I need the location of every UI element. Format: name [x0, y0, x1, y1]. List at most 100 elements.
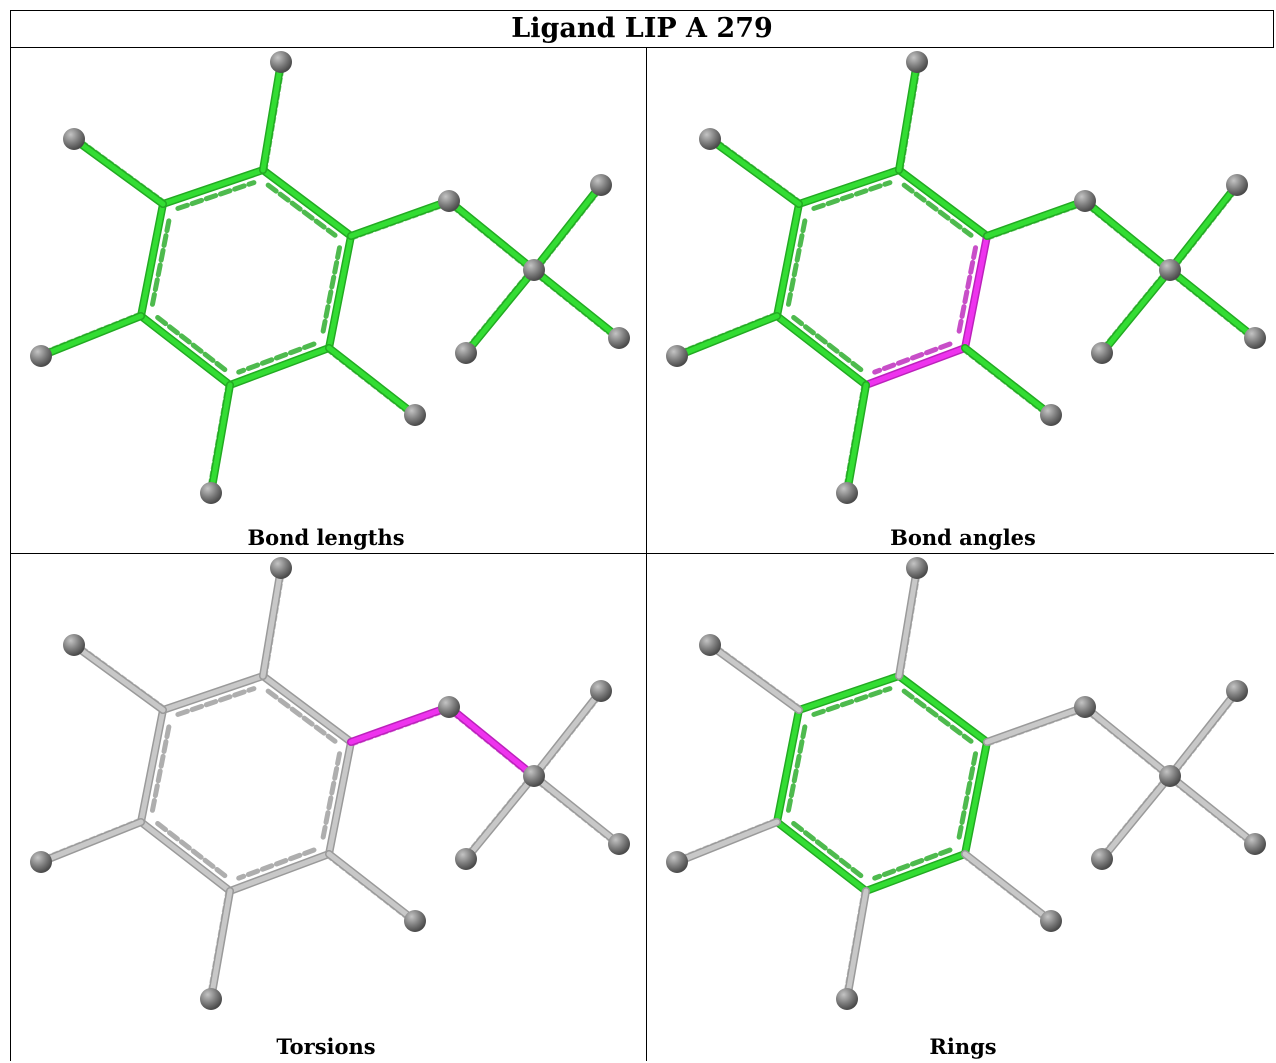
- bond-C4-X4: [842, 381, 870, 497]
- atom-X5: [404, 404, 426, 426]
- bond-C2-C3: [320, 232, 355, 352]
- bond-C6-C1: [795, 166, 903, 211]
- bond-C2-C3: [320, 738, 355, 858]
- bond-C3-C4: [862, 847, 969, 895]
- bond-S1-C7: [445, 197, 538, 274]
- atom-F3: [1091, 848, 1113, 870]
- title-divider: [10, 47, 1274, 48]
- bond-C7-F1: [1166, 687, 1241, 780]
- atom-F1: [590, 680, 612, 702]
- atom-X1: [270, 557, 292, 579]
- bond-C6-C1: [795, 672, 903, 717]
- bond-C6-C1: [159, 166, 267, 211]
- bond-S1-C7: [445, 703, 538, 780]
- bond-C2-S1: [347, 703, 453, 747]
- bond-C6-C1: [159, 672, 267, 717]
- atom-C7: [1159, 765, 1181, 787]
- bond-C7-F3: [1098, 266, 1174, 357]
- bond-C6-X2: [70, 135, 167, 208]
- caption-rings: Rings: [929, 1034, 997, 1059]
- atom-X4: [836, 482, 858, 504]
- atom-S1: [1074, 696, 1096, 718]
- bond-C1-X1: [259, 58, 286, 174]
- middle-divider: [646, 47, 647, 1061]
- atom-X2: [699, 128, 721, 150]
- atom-F2: [608, 327, 630, 349]
- atom-X1: [270, 51, 292, 73]
- atom-C7: [523, 765, 545, 787]
- bond-C5-X3: [673, 817, 781, 866]
- atom-C7: [1159, 259, 1181, 281]
- bond-C5-C6: [137, 200, 172, 320]
- atom-X3: [666, 851, 688, 873]
- bond-C7-F2: [1166, 772, 1259, 848]
- bond-C2-S1: [983, 703, 1089, 747]
- bond-C1-X1: [895, 58, 922, 174]
- panel-bond-lengths: [30, 51, 630, 504]
- atom-F1: [590, 174, 612, 196]
- atom-X2: [699, 634, 721, 656]
- panel-bond-angles: [666, 51, 1266, 504]
- bond-C1-X1: [895, 564, 922, 680]
- bond-C7-F1: [530, 687, 605, 780]
- caption-bond-angles: Bond angles: [890, 525, 1036, 550]
- atom-X3: [666, 345, 688, 367]
- bond-C5-C6: [773, 706, 808, 826]
- bond-C5-X3: [673, 311, 781, 360]
- panel-rings: [666, 557, 1266, 1010]
- atom-X5: [404, 910, 426, 932]
- bond-C2-C3: [956, 738, 991, 858]
- bond-C3-X5: [961, 850, 1055, 925]
- bond-S1-C7: [1081, 703, 1174, 780]
- caption-torsions: Torsions: [276, 1034, 376, 1059]
- atom-S1: [438, 696, 460, 718]
- atom-S1: [1074, 190, 1096, 212]
- bond-C7-F1: [1166, 181, 1241, 274]
- bond-S1-C7: [1081, 197, 1174, 274]
- figure-title: Ligand LIP A 279: [511, 13, 773, 44]
- bond-C7-F3: [1098, 772, 1174, 863]
- bond-C2-C3: [956, 232, 991, 352]
- atom-F1: [1226, 174, 1248, 196]
- bond-C3-C4: [226, 847, 333, 895]
- bond-C5-X3: [37, 311, 145, 360]
- bond-C7-F1: [530, 181, 605, 274]
- atom-S1: [438, 190, 460, 212]
- atom-X1: [906, 51, 928, 73]
- bond-C4-C5: [773, 818, 870, 895]
- bond-C1-X1: [259, 564, 286, 680]
- atom-X3: [30, 345, 52, 367]
- bond-C3-X5: [961, 344, 1055, 419]
- bond-C1-C2: [259, 672, 355, 746]
- bond-C4-C5: [137, 818, 234, 895]
- bond-C3-C4: [862, 341, 969, 389]
- bond-C7-F3: [462, 266, 538, 357]
- border-right: [1273, 10, 1274, 48]
- bond-C3-C4: [226, 341, 333, 389]
- bond-C1-C2: [895, 166, 991, 240]
- atom-F3: [1091, 342, 1113, 364]
- atom-X2: [63, 634, 85, 656]
- atom-X4: [200, 482, 222, 504]
- atom-C7: [523, 259, 545, 281]
- bond-C3-X5: [325, 344, 419, 419]
- atom-X3: [30, 851, 52, 873]
- atom-F2: [1244, 327, 1266, 349]
- atom-X5: [1040, 910, 1062, 932]
- caption-bond-lengths: Bond lengths: [247, 525, 405, 550]
- row-divider: [10, 553, 1274, 554]
- bond-C2-S1: [347, 197, 453, 241]
- bond-C7-F2: [530, 266, 623, 342]
- bond-C5-C6: [137, 706, 172, 826]
- bond-C7-F2: [530, 772, 623, 848]
- bond-C2-S1: [983, 197, 1089, 241]
- bond-C5-X3: [37, 817, 145, 866]
- bond-C6-X2: [70, 641, 167, 714]
- bond-C7-F2: [1166, 266, 1259, 342]
- bond-C4-C5: [773, 312, 870, 389]
- atom-F3: [455, 342, 477, 364]
- border-left: [10, 10, 11, 1061]
- atom-X4: [836, 988, 858, 1010]
- bond-C5-C6: [773, 200, 808, 320]
- atom-F2: [608, 833, 630, 855]
